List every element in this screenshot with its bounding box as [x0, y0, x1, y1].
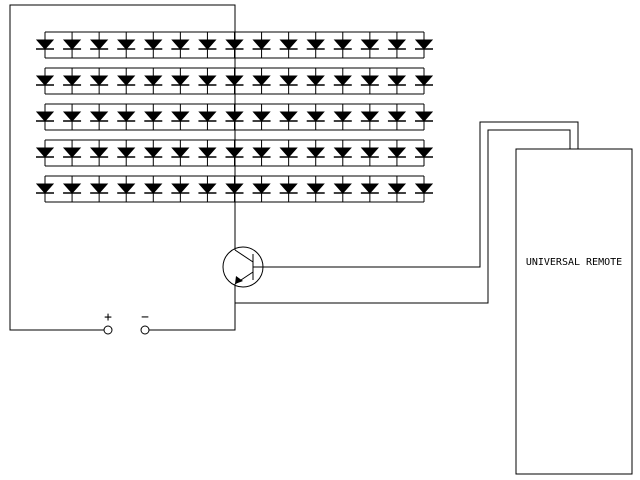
led-diode: [333, 183, 352, 194]
universal-remote-label: UNIVERSAL REMOTE: [526, 257, 622, 268]
led-diode: [360, 39, 379, 50]
led-diode: [333, 111, 352, 122]
led-diode: [225, 75, 244, 86]
remote-wire-emitter: [235, 129, 571, 304]
return-wire: [145, 284, 236, 331]
led-diode: [387, 39, 407, 50]
led-diode: [252, 75, 271, 86]
transistor-collector: [234, 249, 254, 263]
led-diode: [144, 147, 163, 158]
led-diode: [252, 183, 271, 194]
led-diode: [333, 75, 352, 86]
led-diode: [225, 39, 244, 50]
led-diode: [198, 147, 217, 158]
led-diode: [387, 111, 407, 122]
led-diode: [306, 111, 325, 122]
led-diode: [225, 147, 244, 158]
transistor-emitter-arrow: [235, 276, 243, 284]
led-diode: [306, 147, 325, 158]
led-diode: [198, 39, 217, 50]
led-diode: [225, 111, 244, 122]
led-diode: [414, 111, 434, 122]
led-diode: [198, 111, 217, 122]
led-diode: [279, 147, 298, 158]
led-diode: [414, 39, 434, 50]
led-diode: [360, 183, 379, 194]
led-diode: [306, 75, 325, 86]
led-diode: [279, 39, 298, 50]
led-diode: [144, 39, 163, 50]
led-diode: [360, 75, 379, 86]
led-array: [35, 31, 434, 203]
led-diode: [62, 39, 82, 50]
led-diode: [90, 183, 109, 194]
led-diode: [117, 183, 136, 194]
led-diode: [62, 75, 82, 86]
led-diode: [35, 183, 55, 194]
led-diode: [35, 39, 55, 50]
led-diode: [279, 183, 298, 194]
led-diode: [90, 75, 109, 86]
led-diode: [90, 111, 109, 122]
led-diode: [117, 39, 136, 50]
led-diode: [62, 147, 82, 158]
led-diode: [360, 111, 379, 122]
led-diode: [252, 39, 271, 50]
led-diode: [279, 111, 298, 122]
led-diode: [252, 111, 271, 122]
led-diode: [171, 39, 190, 50]
led-diode: [252, 147, 271, 158]
led-diode: [225, 183, 244, 194]
led-diode: [360, 147, 379, 158]
led-diode: [62, 111, 82, 122]
led-diode: [117, 147, 136, 158]
universal-remote-box: [515, 148, 633, 475]
led-diode: [35, 111, 55, 122]
led-diode: [198, 183, 217, 194]
led-diode: [387, 147, 407, 158]
negative-terminal-label: −: [141, 310, 149, 325]
led-diode: [387, 75, 407, 86]
led-diode: [35, 75, 55, 86]
led-diode: [414, 147, 434, 158]
led-diode: [117, 111, 136, 122]
led-diode: [306, 183, 325, 194]
led-diode: [144, 75, 163, 86]
led-diode: [35, 147, 55, 158]
led-diode: [171, 147, 190, 158]
led-diode: [279, 75, 298, 86]
led-diode: [306, 39, 325, 50]
led-diode: [171, 75, 190, 86]
led-diode: [333, 147, 352, 158]
led-diode: [90, 39, 109, 50]
led-diode: [144, 111, 163, 122]
negative-terminal: [140, 325, 150, 335]
led-diode: [333, 39, 352, 50]
led-diode: [62, 183, 82, 194]
led-diode: [144, 183, 163, 194]
led-diode: [414, 75, 434, 86]
power-loop-wire: [9, 4, 236, 331]
led-diode: [171, 183, 190, 194]
led-diode: [387, 183, 407, 194]
led-diode: [90, 147, 109, 158]
led-diode: [117, 75, 136, 86]
led-diode: [414, 183, 434, 194]
led-diode: [198, 75, 217, 86]
positive-terminal: [103, 325, 113, 335]
positive-terminal-label: +: [104, 310, 112, 325]
led-diode: [171, 111, 190, 122]
remote-wire-base: [253, 121, 579, 268]
